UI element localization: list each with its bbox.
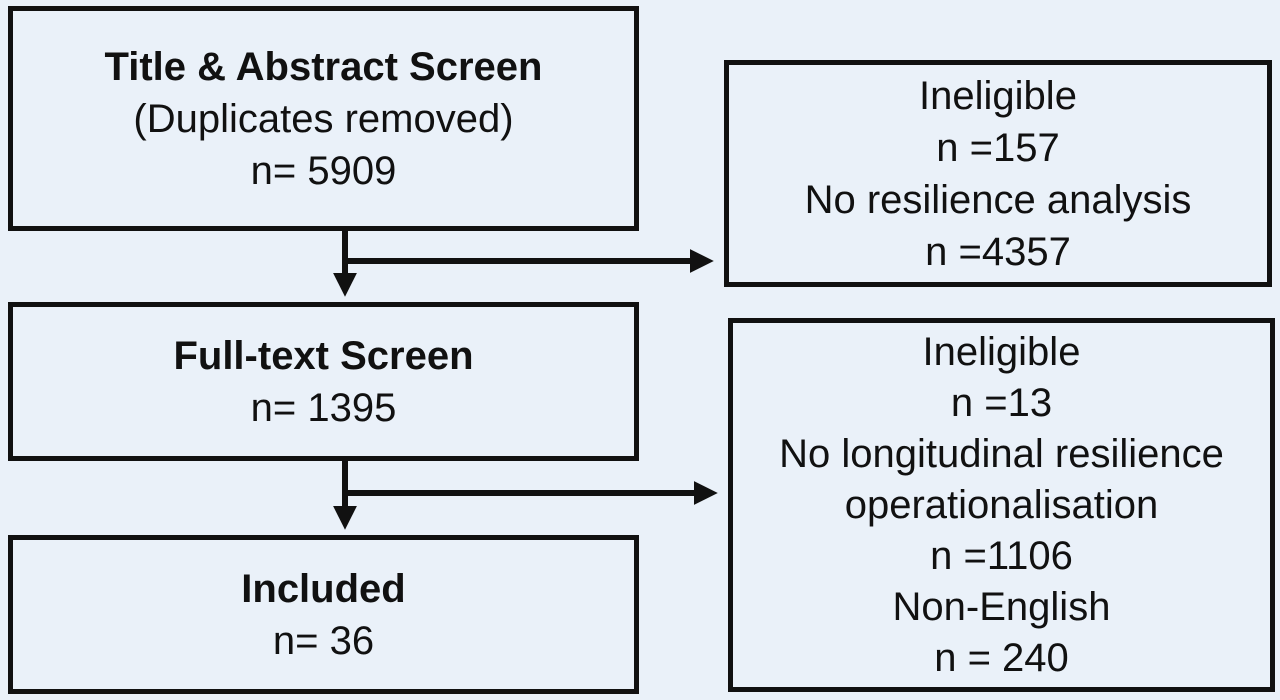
exclusion-1-line: n =4357 [925, 229, 1071, 274]
title-abstract-title: Title & Abstract Screen [104, 44, 543, 89]
included-title: Included [241, 566, 406, 611]
exclusion-box-2: Ineligible n =13 No longitudinal resilie… [728, 318, 1275, 692]
title-abstract-screen-box: Title & Abstract Screen (Duplicates remo… [8, 6, 639, 231]
exclusion-1-line: No resilience analysis [804, 177, 1192, 222]
included-count: n= 36 [272, 618, 375, 663]
exclusion-2-line: n =1106 [930, 533, 1073, 578]
exclusion-2-line: n = 240 [934, 635, 1069, 680]
fulltext-count: n= 1395 [250, 385, 397, 430]
fulltext-screen-box: Full-text Screen n= 1395 [8, 302, 639, 461]
exclusion-1-line: Ineligible [919, 73, 1077, 118]
exclusion-2-line: Non-English [892, 584, 1111, 629]
exclusion-box-1: Ineligible n =157 No resilience analysis… [724, 60, 1272, 287]
title-abstract-count: n= 5909 [250, 148, 397, 193]
exclusion-2-line: operationalisation [844, 482, 1159, 527]
exclusion-2-line: No longitudinal resilience [779, 431, 1224, 476]
exclusion-2-line: Ineligible [922, 329, 1081, 374]
included-box: Included n= 36 [8, 535, 639, 694]
title-abstract-subtitle: (Duplicates removed) [133, 96, 514, 141]
exclusion-2-line: n =13 [950, 380, 1053, 425]
fulltext-title: Full-text Screen [173, 333, 474, 378]
exclusion-1-line: n =157 [936, 125, 1060, 170]
